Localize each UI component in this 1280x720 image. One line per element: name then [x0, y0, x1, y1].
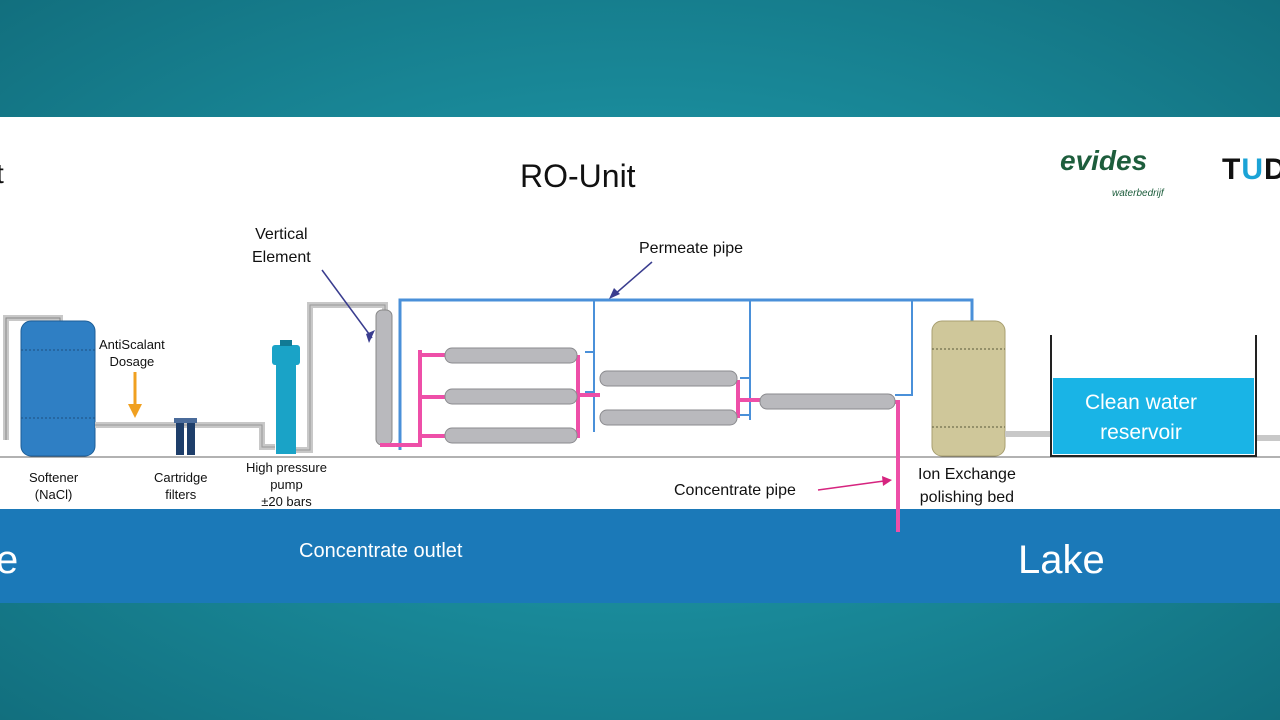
permeate-pipe-label: Permeate pipe — [639, 240, 744, 257]
membrane-1b — [444, 388, 578, 405]
hp-pump-label-line1: High pressure — [246, 460, 327, 475]
cartridge-filter-2 — [187, 420, 195, 455]
antiscalant-label-line1: AntiScalant — [99, 337, 165, 352]
tud-logo-d: D — [1264, 153, 1280, 186]
stage3-manifold — [736, 380, 760, 418]
antiscalant-arrow-head — [128, 404, 142, 418]
diagram-title: RO-Unit — [520, 158, 636, 194]
reservoir-label-line1: Clean water — [1084, 391, 1198, 414]
membrane-2b — [599, 409, 738, 426]
pump-body — [276, 362, 296, 454]
stage2-manifold — [576, 355, 600, 438]
hp-pump-label: High pressure pump ±20 bars — [246, 459, 327, 510]
clipped-left-title: t — [0, 158, 4, 190]
evides-logo: evides — [1060, 145, 1148, 176]
vertical-element-label: Vertical Element — [252, 223, 311, 269]
membrane-1c — [444, 427, 578, 444]
concentrate-arrowhead — [882, 476, 892, 486]
ion-exchange-label-line1: Ion Exchange — [918, 466, 1016, 483]
reservoir-water — [1053, 378, 1254, 454]
tud-logo: TUD — [1222, 153, 1280, 187]
softener-tank — [20, 320, 96, 457]
feed-pipe-outline — [95, 424, 275, 448]
hp-pump-label-line2: pump — [270, 477, 303, 492]
concentrate-arrow — [817, 480, 885, 491]
hp-pipe-outline — [296, 304, 386, 451]
evides-logo-subtitle: waterbedrijf — [1112, 188, 1164, 199]
cartridge-label-line1: Cartridge — [154, 470, 208, 485]
concentrate-outlet-label: Concentrate outlet — [299, 540, 463, 562]
permeate-connectors — [585, 351, 750, 416]
reservoir-walls — [1050, 335, 1257, 457]
vertical-element-label-line1: Vertical — [255, 226, 308, 243]
antiscalant-label: AntiScalant Dosage — [99, 336, 165, 370]
softener-label-line1: Softener — [29, 470, 79, 485]
tud-logo-u: U — [1241, 153, 1264, 186]
concentrate-outlet-pipe — [895, 400, 900, 532]
permeate-arrow — [613, 261, 653, 296]
pump-motor — [272, 345, 300, 365]
reservoir-label: Clean water reservoir — [1060, 388, 1222, 448]
cartridge-filter-1 — [176, 420, 184, 455]
membrane-2a — [599, 370, 738, 387]
membrane-3a — [759, 393, 896, 410]
cartridge-label: Cartridge filters — [154, 469, 207, 503]
vertical-element-arrow — [321, 269, 373, 339]
cartridge-label-line2: filters — [165, 487, 197, 502]
tud-logo-t: T — [1222, 153, 1242, 186]
vertical-element-arrowhead — [366, 330, 375, 343]
ion-exchange-label-line2: polishing bed — [919, 489, 1015, 506]
membrane-1a — [444, 347, 578, 364]
permeate-main — [398, 298, 974, 450]
lake-label: Lake — [1018, 538, 1105, 582]
permeate-arrowhead — [609, 288, 620, 299]
vertical-element-label-line2: Element — [252, 249, 311, 266]
concentrate-pipe-label: Concentrate pipe — [674, 482, 796, 499]
cartridge-cap — [174, 418, 197, 423]
band-left-clip: e — [0, 538, 19, 582]
hp-pipe — [296, 302, 388, 453]
feed-manifold — [380, 350, 445, 447]
pump-top — [280, 340, 292, 346]
reservoir-label-line2: reservoir — [1100, 421, 1182, 444]
softener-label: Softener (NaCl) — [29, 469, 78, 503]
lake-band — [0, 509, 1280, 603]
vertical-element — [375, 309, 393, 446]
ion-exchange-label: Ion Exchange polishing bed — [918, 463, 1016, 509]
hp-pump-label-line3: ±20 bars — [261, 494, 312, 509]
feed-pipe — [95, 422, 275, 450]
softener-label-line2: (NaCl) — [34, 487, 73, 502]
antiscalant-label-line2: Dosage — [109, 354, 155, 369]
ion-exchange-bed — [931, 320, 1006, 457]
